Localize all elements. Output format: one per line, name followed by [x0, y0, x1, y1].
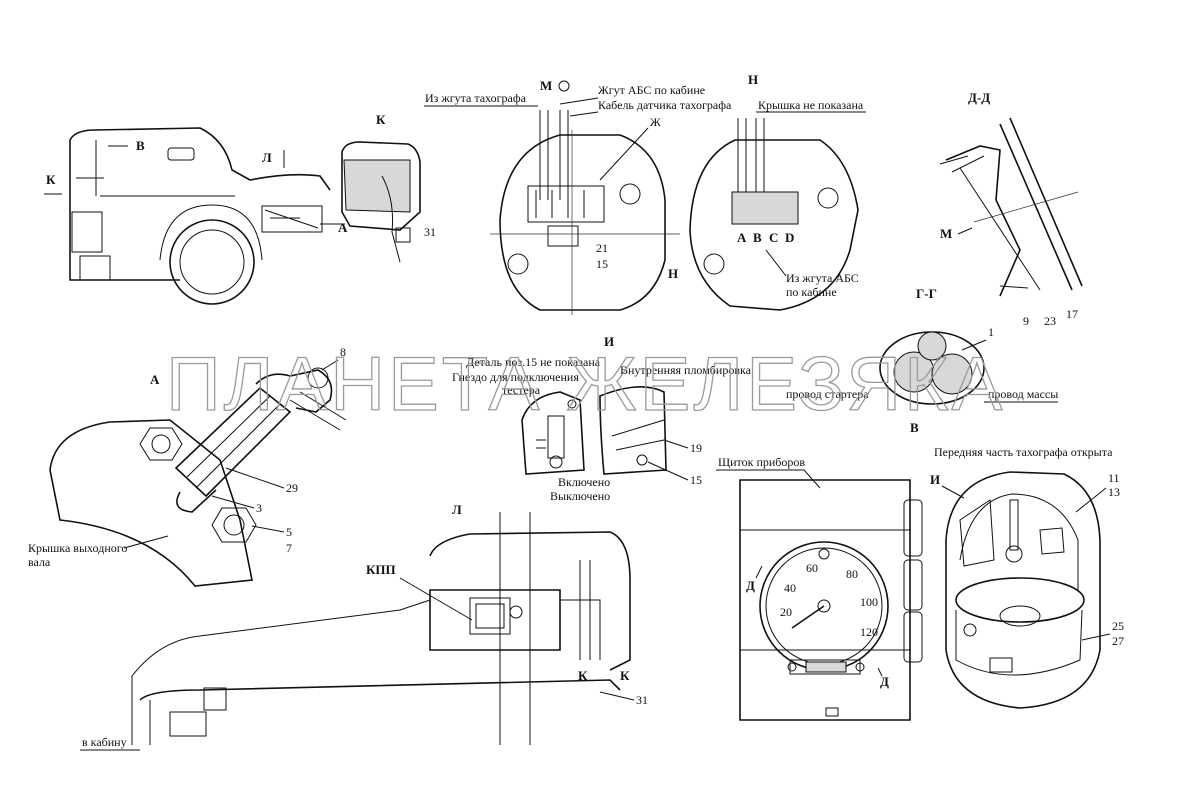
off-label: Выключено — [550, 489, 610, 503]
view-dd-title: Д-Д — [968, 90, 990, 105]
num-5-a: 5 — [286, 525, 292, 539]
from-tacho-harness-label: Из жгута тахографа — [425, 91, 527, 105]
on-label: Включено — [558, 475, 610, 489]
view-m: М Из жгута тахографа Жгут АБС по кабине … — [424, 78, 732, 315]
view-i-title: И — [604, 334, 614, 349]
watermark: ПЛАНЕТА ЖЕЛЕЗЯКА — [166, 342, 1005, 427]
ground-wire-label: провод массы — [988, 387, 1058, 401]
part15-not-shown-label: Деталь поз.15 не показана — [466, 355, 601, 369]
num-8-a: 8 — [340, 345, 346, 359]
output-shaft-cover-2: вала — [28, 555, 51, 569]
tester-socket-1: Гнездо для подключения — [452, 370, 579, 384]
kpp-label: КПП — [366, 562, 396, 577]
view-m-title: М — [540, 78, 552, 93]
view-gg-title: Г-Г — [916, 286, 937, 301]
panel-title: Щиток приборов — [718, 455, 805, 469]
view-gg: Г-Г 1 провод стартера провод массы В — [786, 286, 1058, 435]
v-label-gg: В — [910, 420, 919, 435]
pin-d: D — [785, 230, 794, 245]
tick-20: 20 — [780, 605, 792, 619]
pin-a: A — [737, 230, 747, 245]
num-25-tacho: 25 — [1112, 619, 1124, 633]
view-k: К 31 — [341, 112, 436, 263]
view-n-title: Н — [748, 72, 758, 87]
num-17-dd: 17 — [1066, 307, 1078, 321]
from-abs-harness-1: Из жгута АБС — [786, 271, 859, 285]
to-cab-label: в кабину — [82, 735, 127, 749]
view-a-label: А — [338, 220, 348, 235]
tacho-sensor-cable-label: Кабель датчика тахографа — [598, 98, 732, 112]
instrument-panel: Щиток приборов 20 40 60 80 100 120 Д Д — [716, 455, 923, 721]
num-19-i: 19 — [690, 441, 702, 455]
num-1-gg: 1 — [988, 325, 994, 339]
d2-label: Д — [880, 674, 889, 689]
from-abs-harness-2: по кабине — [786, 285, 837, 299]
k1-label: К — [578, 668, 588, 683]
view-l-label: Л — [262, 150, 272, 165]
view-k-label: К — [46, 172, 56, 187]
view-a-title: А — [150, 372, 160, 387]
view-b-label: В — [136, 138, 145, 153]
i-label-tacho: И — [930, 472, 940, 487]
pin-c: C — [769, 230, 778, 245]
d1-label: Д — [746, 578, 755, 593]
truck-side-view: К В Л А — [44, 127, 348, 305]
internal-seal-label: Внутренняя пломбировка — [620, 363, 752, 377]
num-13-tacho: 13 — [1108, 485, 1120, 499]
k2-label: К — [620, 668, 630, 683]
m-label-dd: М — [940, 226, 952, 241]
tachograph-open: Передняя часть тахографа открыта И 11 13… — [930, 445, 1124, 709]
num-29-a: 29 — [286, 481, 298, 495]
num-9-dd: 9 — [1023, 314, 1029, 328]
tick-60: 60 — [806, 561, 818, 575]
view-n: Н Крышка не показана A B C D Из жгута АБ… — [689, 72, 866, 311]
zh-label: Ж — [650, 115, 661, 129]
num-15-i: 15 — [690, 473, 702, 487]
tick-80: 80 — [846, 567, 858, 581]
num-31-l: 31 — [636, 693, 648, 707]
num-11-tacho: 11 — [1108, 471, 1120, 485]
tacho-open-title: Передняя часть тахографа открыта — [934, 445, 1113, 459]
view-dd: Д-Д М 9 23 17 — [939, 90, 1083, 328]
view-l-title: Л — [452, 502, 462, 517]
num-23-dd: 23 — [1044, 314, 1056, 328]
tester-socket-2: тестера — [502, 383, 541, 397]
starter-wire-label: провод стартера — [786, 387, 869, 401]
num-31-k: 31 — [424, 225, 436, 239]
view-l: Л КПП К К 31 в кабину — [80, 502, 648, 751]
speed-ticks: 20 40 60 80 100 120 — [780, 561, 878, 639]
num-27-tacho: 27 — [1112, 634, 1124, 648]
num-3-a: 3 — [256, 501, 262, 515]
num-15-m: 15 — [596, 257, 608, 271]
num-21-m: 21 — [596, 241, 608, 255]
view-i: И Деталь поз.15 не показана Гнездо для п… — [452, 334, 752, 503]
num-7-a: 7 — [286, 541, 292, 555]
view-a: А 8 29 3 5 7 Крышка выходного вала — [28, 345, 347, 587]
view-k-title: К — [376, 112, 386, 127]
tick-100: 100 — [860, 595, 878, 609]
cover-not-shown-label: Крышка не показана — [758, 98, 864, 112]
abs-harness-cab-label: Жгут АБС по кабине — [598, 83, 705, 97]
pin-labels: A B C D — [737, 230, 794, 245]
pin-b: B — [753, 230, 762, 245]
output-shaft-cover-1: Крышка выходного — [28, 541, 127, 555]
n-label: Н — [668, 266, 678, 281]
tick-40: 40 — [784, 581, 796, 595]
tick-120: 120 — [860, 625, 878, 639]
